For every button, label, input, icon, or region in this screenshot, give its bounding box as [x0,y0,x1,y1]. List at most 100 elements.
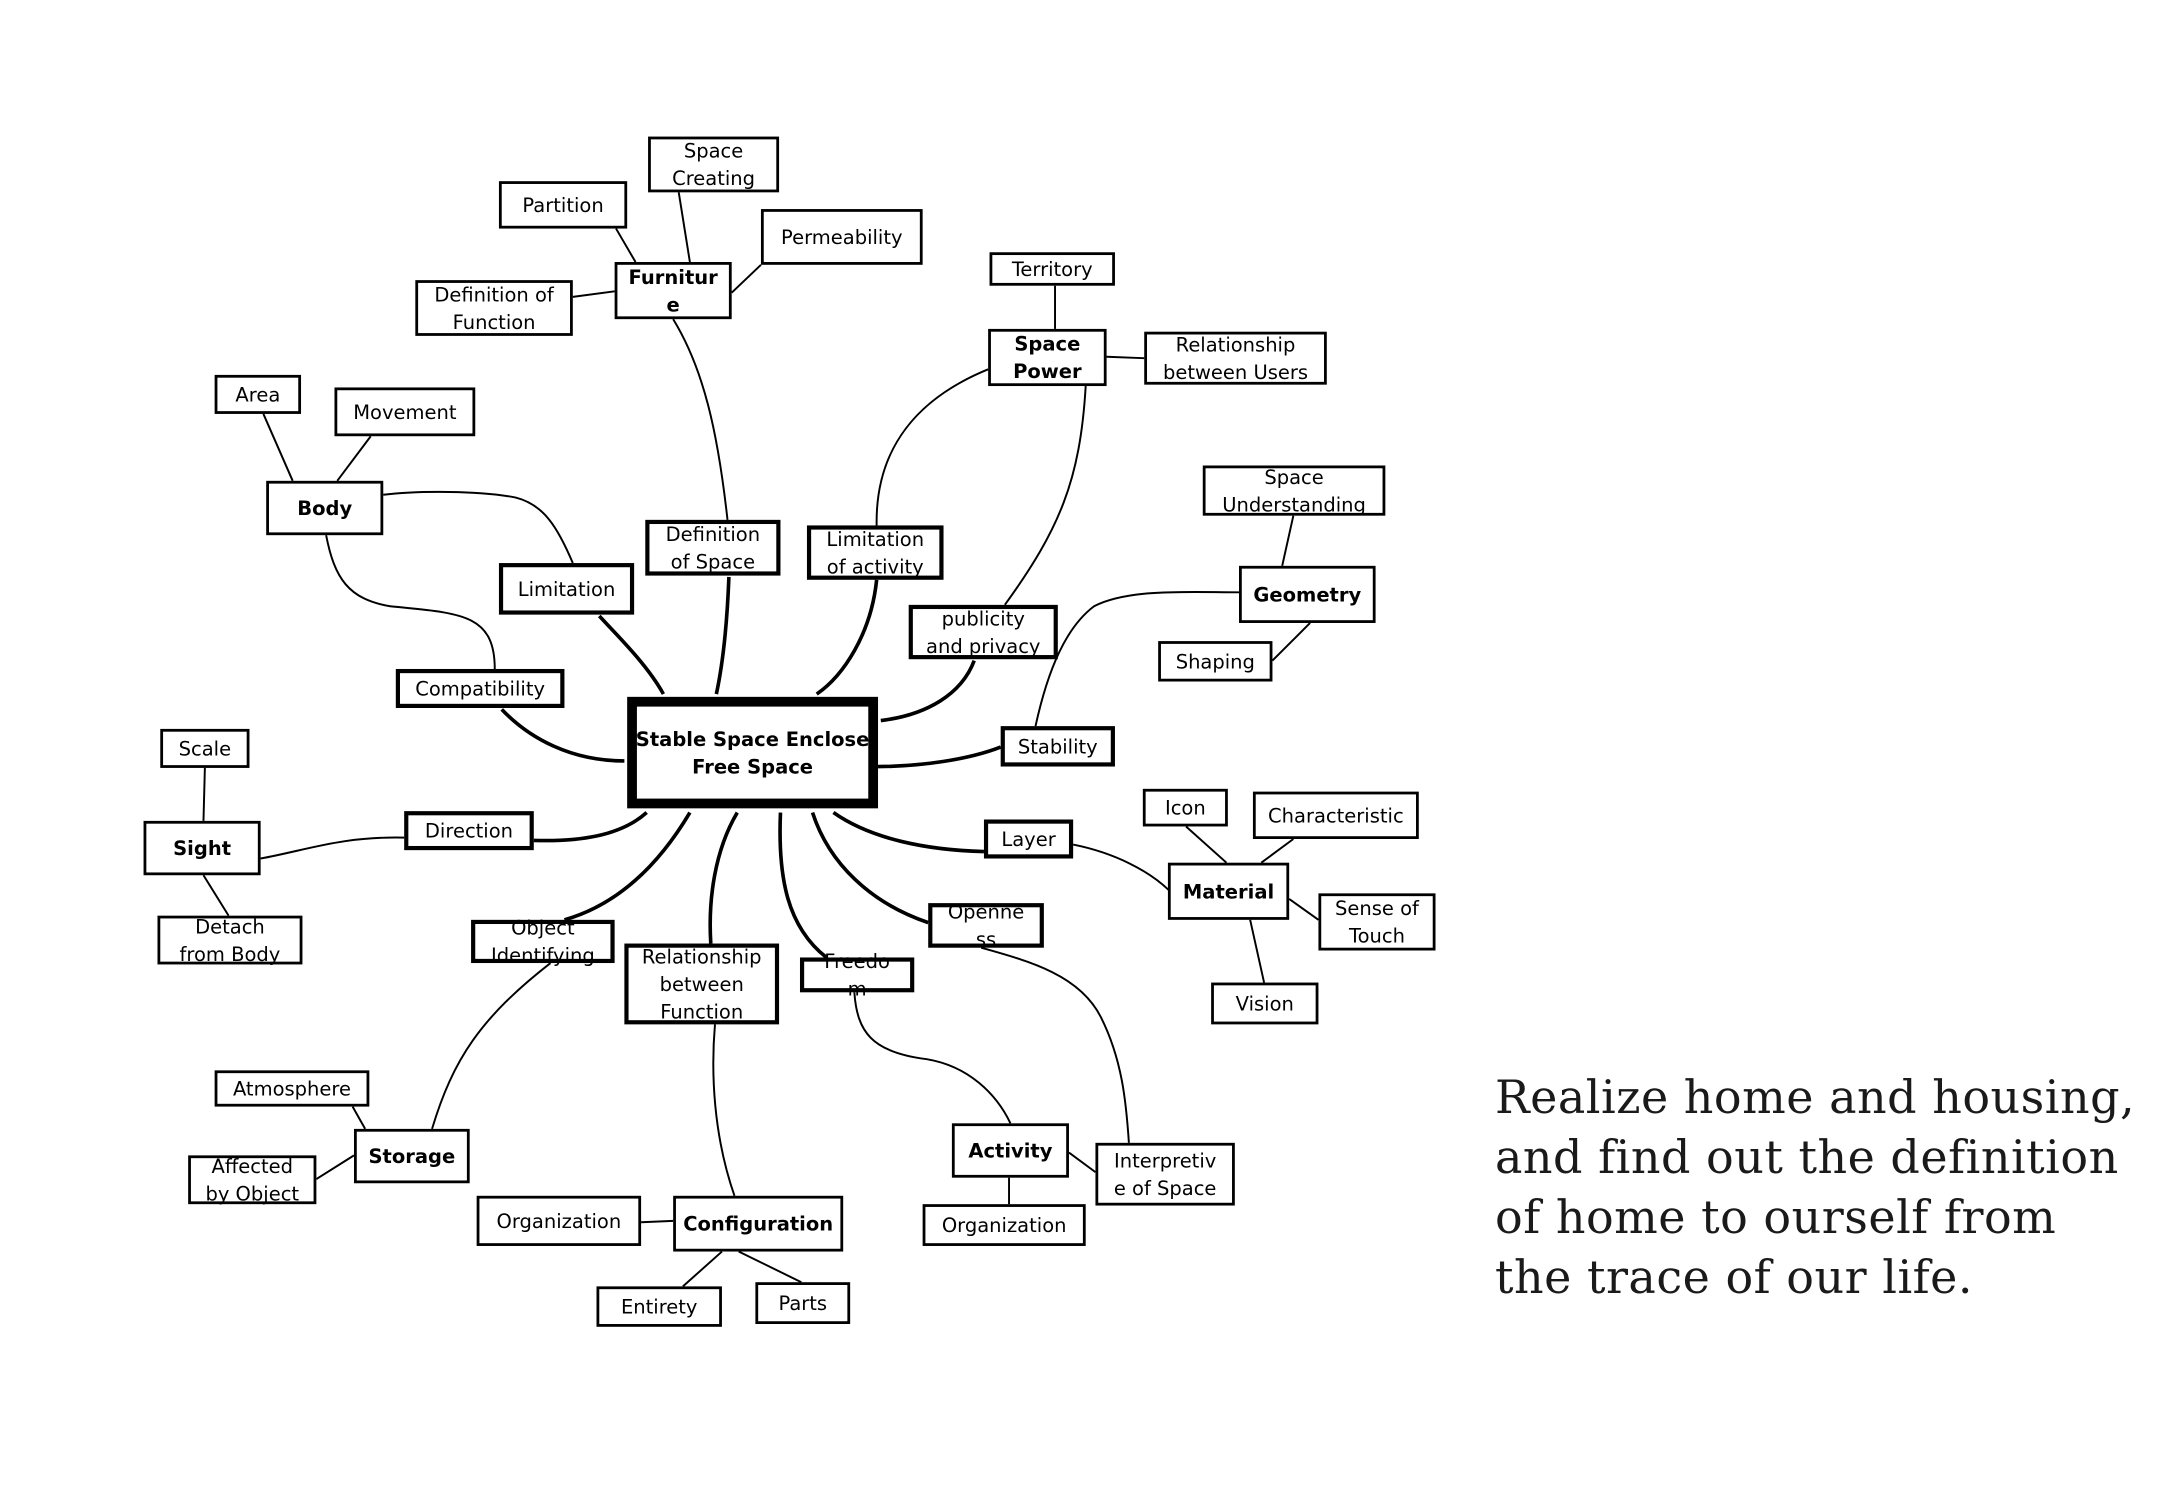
connector-line [1288,898,1320,921]
quote-line-3: of home to ourself from [1495,1190,2057,1244]
connector-line [714,576,731,695]
node-body: Body [266,480,384,536]
node-atmosphere: Atmosphere [214,1070,370,1107]
connector-line [1004,385,1087,606]
node-detach-from-body: Detach from Body [157,915,303,966]
connector-line [815,579,879,696]
node-label: Organization [497,1210,622,1233]
node-territory: Territory [989,252,1115,286]
node-label: Limitation [826,528,924,551]
node-box [1158,641,1273,682]
connector-line [202,874,230,917]
node-box [928,903,1044,948]
node-box [214,1070,370,1107]
node-label: Detach [195,915,265,938]
node-box [755,1282,851,1325]
node-box [143,820,261,876]
node-label: Creating [672,167,755,190]
node-box [614,262,732,320]
connector-line [708,811,739,944]
node-label: Geometry [1253,583,1361,606]
node-direction: Direction [404,811,534,851]
node-label: Layer [1001,828,1056,851]
node-label: Atmosphere [233,1077,351,1100]
node-box [1202,465,1386,516]
connector-line [980,946,1130,1143]
connector-line [832,811,984,854]
node-material: Material [1167,862,1290,920]
node-box [1318,893,1436,951]
node-label: Partition [522,194,603,217]
node-scale: Scale [160,728,250,768]
connector-line [1249,919,1266,983]
node-label: Configuration [683,1213,833,1236]
node-box [627,696,879,809]
connector-line [880,659,976,723]
node-box [596,1286,722,1327]
node-characteristic: Characteristic [1252,791,1419,840]
connector-line [1271,622,1311,662]
node-layer: Layer [983,819,1074,859]
node-box [1211,982,1319,1025]
node-label: Identifying [491,944,595,967]
node-label: ss [976,928,996,951]
node-label: Parts [778,1292,827,1315]
connector-line [1185,825,1228,864]
node-label: Storage [368,1145,455,1168]
connector-line [572,290,615,298]
connector-line [315,1154,355,1180]
connector-line [202,767,206,821]
node-box [498,563,635,615]
node-box [188,1155,317,1205]
node-label: Area [235,383,280,406]
connector-line [615,228,637,263]
connector-line [778,812,828,959]
node-box [648,136,780,193]
node-label: Direction [425,820,513,843]
node-label: Relationship [642,945,762,968]
node-area: Area [214,374,302,414]
connector-line [1072,843,1172,893]
node-label: Relationship [1176,333,1296,356]
node-box [645,519,781,576]
node-box [498,181,628,229]
node-label: from Body [180,943,281,966]
node-label: Touch [1348,925,1405,948]
node-sight: Sight [143,820,261,876]
connector-line [712,1024,736,1197]
node-movement: Movement [334,387,476,437]
node-geometry: Geometry [1238,565,1376,623]
connector-line [1281,515,1295,567]
node-box [1095,1142,1235,1206]
node-label: Scale [179,737,231,760]
node-box [673,1195,844,1252]
node-box [334,387,476,437]
node-label: Permeability [781,226,903,249]
quote-line-4: the trace of our life. [1495,1250,1974,1304]
node-label: Compatibility [415,677,545,700]
connector-line [336,435,372,482]
node-box [1252,791,1419,840]
node-label: Sense of [1335,897,1420,920]
node-label: Characteristic [1268,804,1404,827]
node-storage: Storage [353,1128,470,1184]
node-label: e [667,293,680,316]
node-label: Material [1183,880,1274,903]
node-label: Body [297,497,352,520]
connector-line [1106,355,1145,360]
connector-line [731,264,762,294]
node-label: Vision [1236,992,1294,1015]
node-label: Stability [1018,735,1098,758]
node-box [1144,331,1327,385]
node-box [160,728,250,768]
node-label: and privacy [926,635,1040,658]
node-activity: Activity [951,1123,1069,1178]
connector-line [500,708,625,763]
